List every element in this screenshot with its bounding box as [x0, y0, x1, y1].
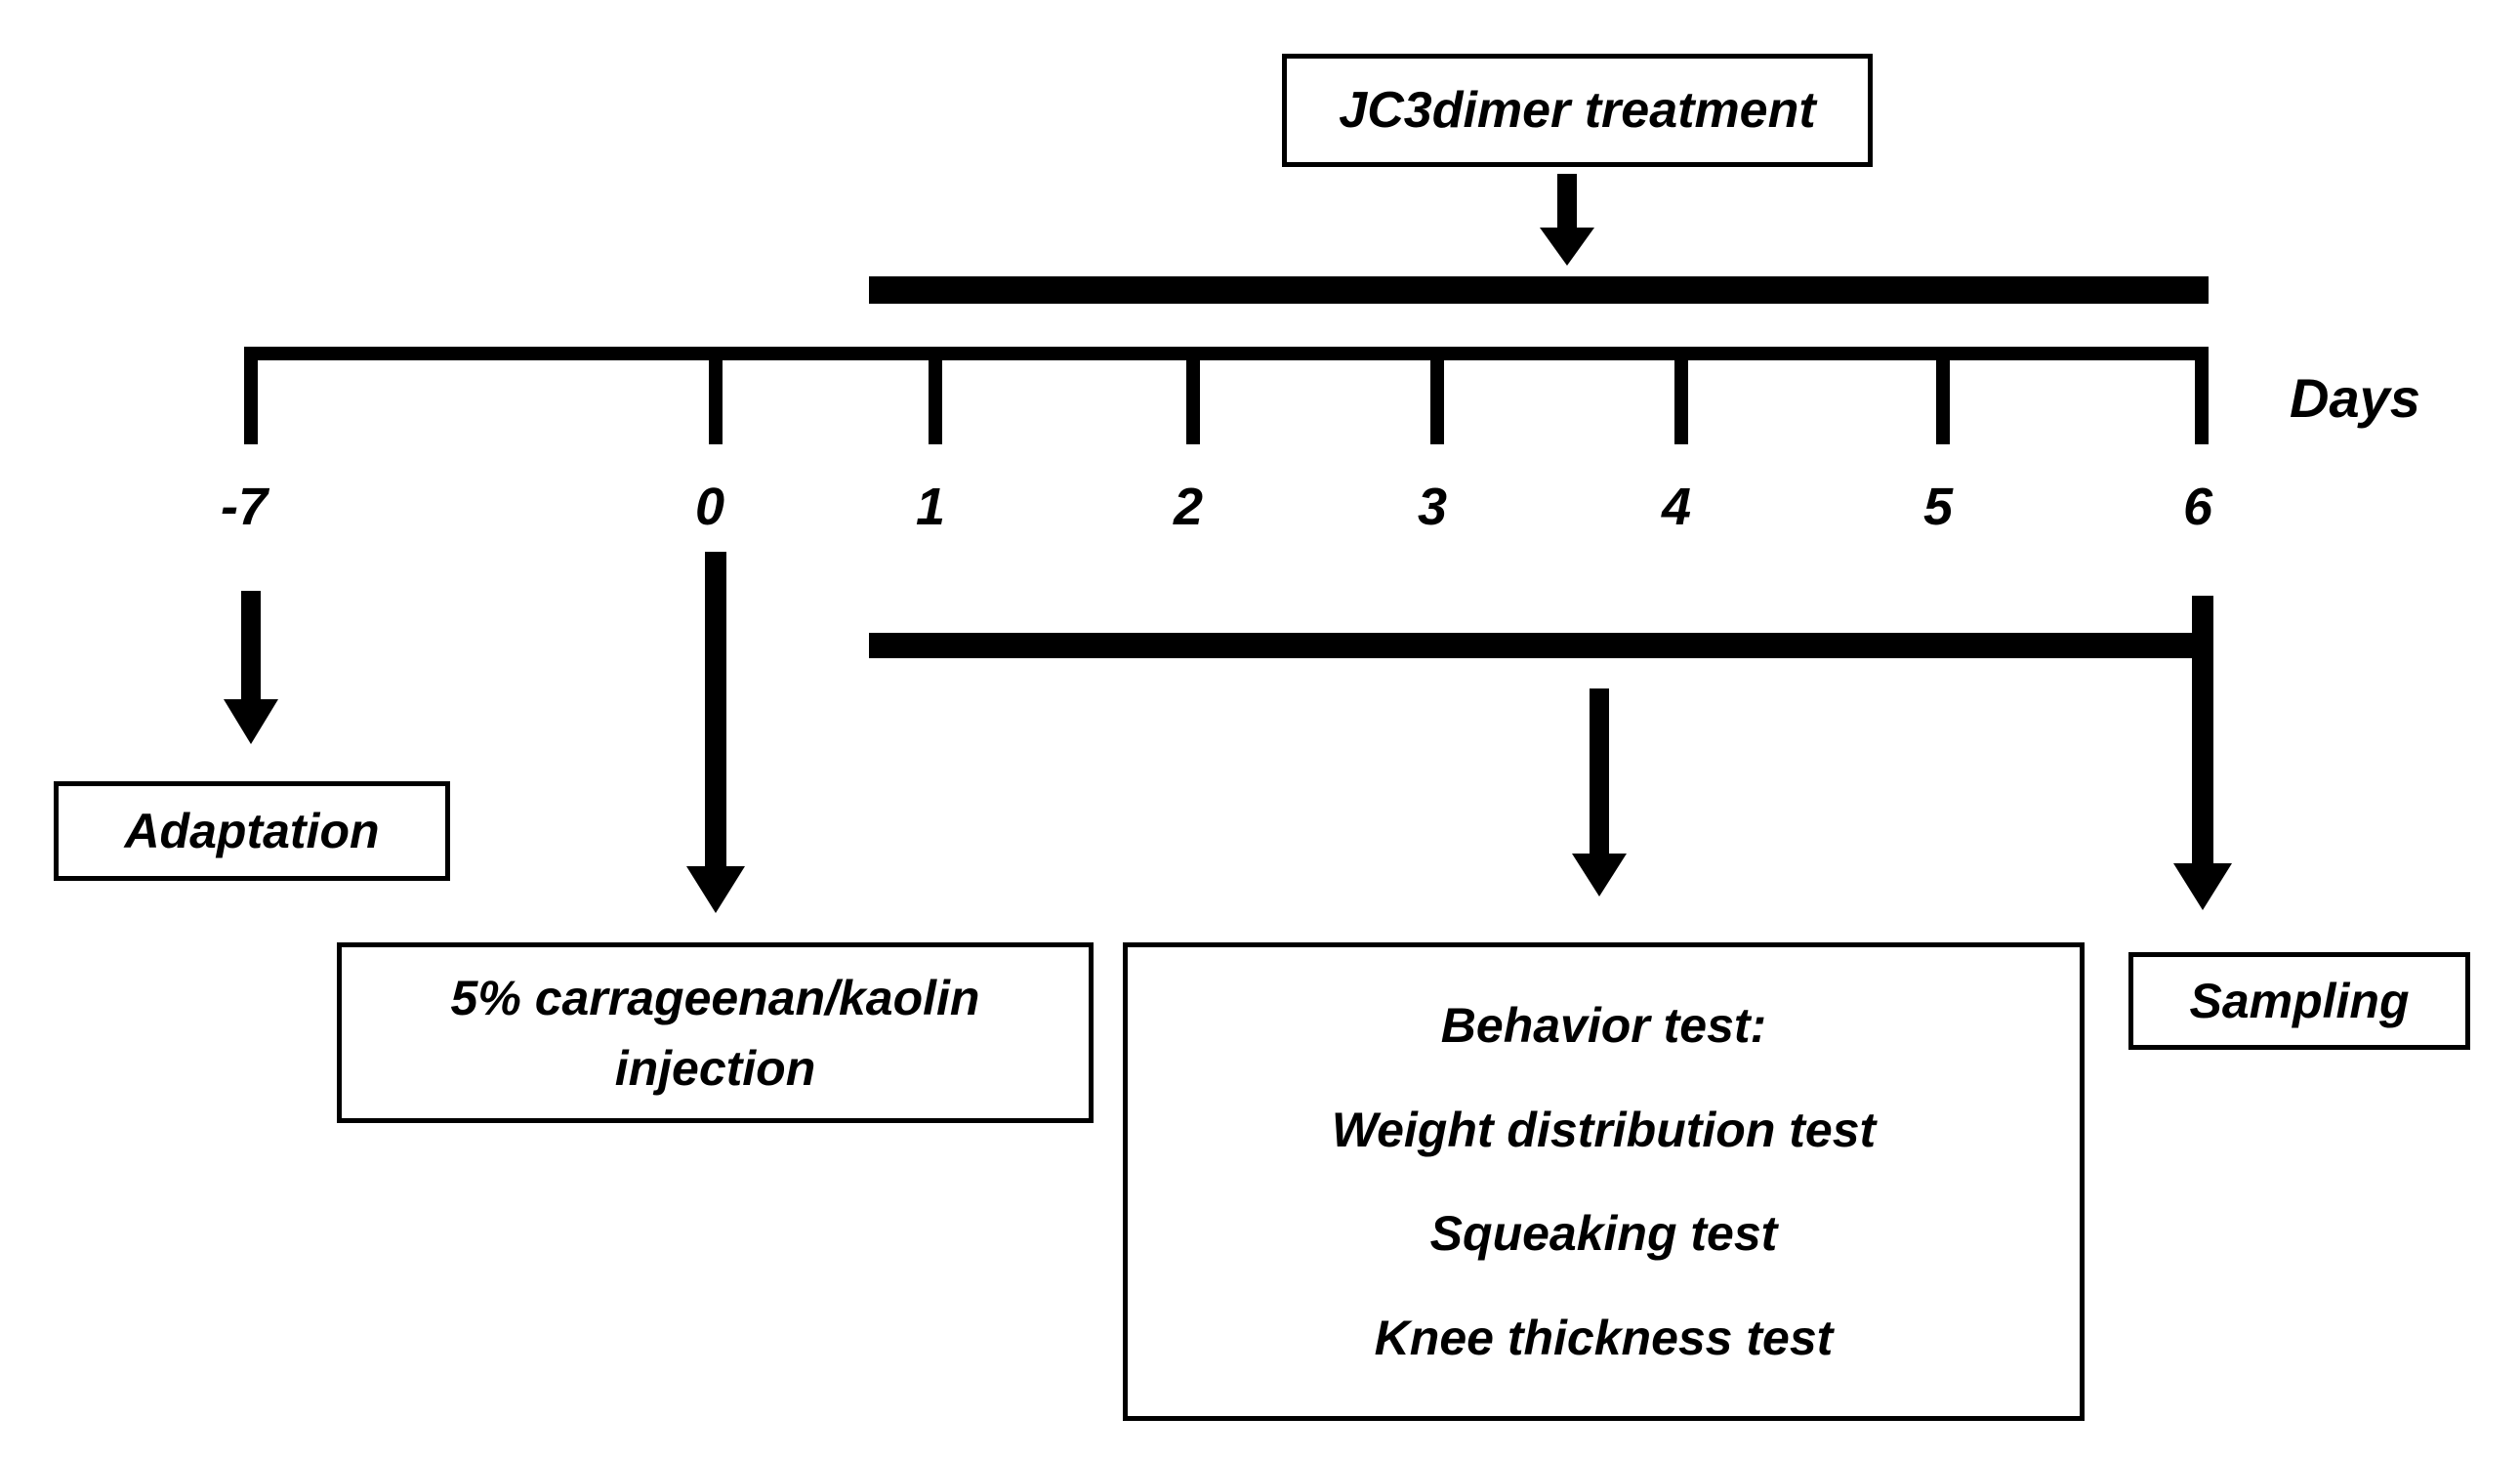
- tick-label-day-5: 5: [1922, 478, 1954, 536]
- arrow-day-6-to-sampling: [2173, 596, 2232, 910]
- arrow-day-0-to-injection: [686, 552, 745, 913]
- treatment-duration-bar: [869, 276, 2209, 304]
- tick-day-3: [1430, 347, 1444, 444]
- timeline-axis-line: [244, 347, 2209, 360]
- treatment-box-label: JC3dimer treatment: [1339, 81, 1816, 139]
- tick-label-day-3: 3: [1417, 478, 1448, 536]
- injection-box: 5% carrageenan/kaolin injection: [337, 942, 1094, 1123]
- behavior-test-item-weight-distribution: Weight distribution test: [1331, 1102, 1877, 1157]
- behavior-test-duration-bar: [869, 633, 2209, 658]
- tick-day-1: [929, 347, 942, 444]
- tick-day-5: [1936, 347, 1950, 444]
- sampling-box: Sampling: [2128, 952, 2470, 1050]
- axis-ticks: [244, 347, 2209, 444]
- tick-day-2: [1186, 347, 1200, 444]
- arrow-behavior-bar-to-behavior-box: [1572, 688, 1627, 896]
- axis-caption-days: Days: [2290, 367, 2420, 429]
- behavior-test-box: Behavior test: Weight distribution test …: [1123, 942, 2085, 1421]
- tick-label-day-1: 1: [915, 478, 946, 536]
- tick-label-day-2: 2: [1173, 478, 1204, 536]
- tick-label-day-0: 0: [694, 478, 725, 536]
- sampling-box-label: Sampling: [2189, 974, 2410, 1028]
- injection-box-line-2: injection: [614, 1040, 816, 1096]
- behavior-test-item-squeaking: Squeaking test: [1429, 1206, 1778, 1262]
- treatment-box: JC3dimer treatment: [1282, 54, 1873, 167]
- tick-day-0: [709, 347, 723, 444]
- behavior-test-item-knee-thickness: Knee thickness test: [1374, 1311, 1834, 1366]
- tick-label-day-4: 4: [1661, 478, 1692, 536]
- tick-label-day--7: -7: [220, 478, 269, 536]
- tick-day-6: [2195, 347, 2209, 444]
- arrow-day-minus7-to-adaptation: [224, 591, 278, 744]
- tick-label-day-6: 6: [2182, 478, 2213, 536]
- tick-day-4: [1674, 347, 1688, 444]
- behavior-test-title: Behavior test:: [1440, 997, 1767, 1053]
- adaptation-box: Adaptation: [54, 781, 450, 881]
- arrow-treatment-to-bar: [1540, 174, 1594, 266]
- injection-box-line-1: 5% carrageenan/kaolin: [450, 970, 980, 1025]
- adaptation-box-label: Adaptation: [124, 804, 380, 858]
- tick-day--7: [244, 347, 258, 444]
